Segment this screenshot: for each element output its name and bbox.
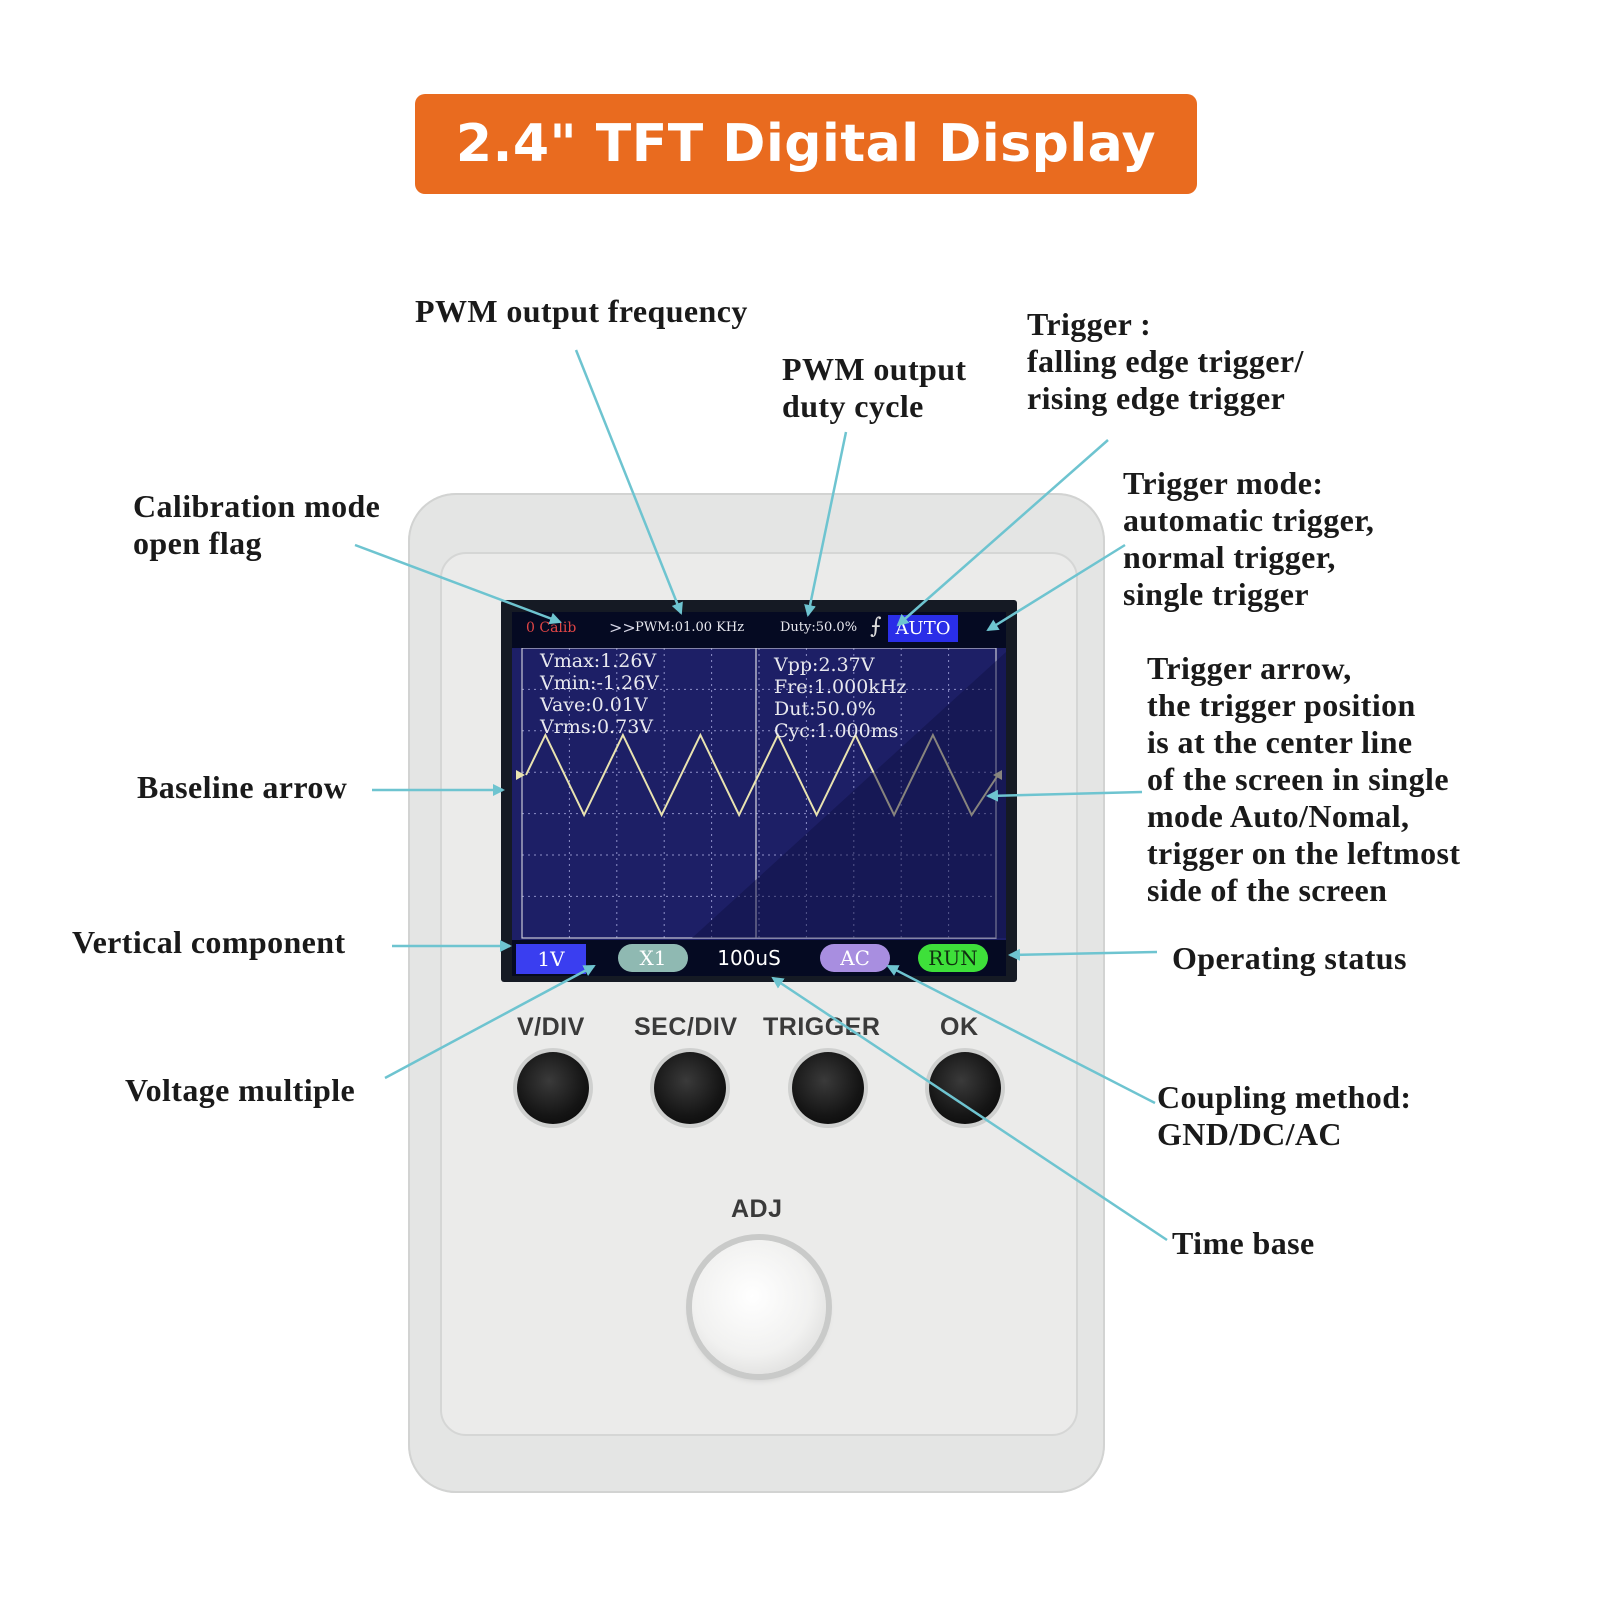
label-line: Vertical component: [72, 924, 346, 960]
label-line: open flag: [133, 525, 262, 561]
vdiv-badge: 1V: [516, 944, 586, 974]
trigger-button[interactable]: [792, 1052, 864, 1124]
vpp-readout: Vpp:2.37V: [774, 654, 875, 676]
label-line: PWM output frequency: [415, 293, 748, 329]
label-line: normal trigger,: [1123, 539, 1336, 575]
adj-knob-label: ADJ: [731, 1195, 783, 1223]
adj-knob[interactable]: [692, 1240, 826, 1374]
vmin-readout: Vmin:-1.26V: [540, 672, 659, 694]
trigger-mode-badge: AUTO: [888, 615, 958, 642]
label-coupling-method: Coupling method:GND/DC/AC: [1157, 1079, 1411, 1153]
tft-screen: 0 Calib >> PWM:01.00 KHz Duty:50.0% ⨍ AU…: [512, 612, 1006, 976]
vdiv-button[interactable]: [517, 1052, 589, 1124]
label-line: Trigger mode:: [1123, 465, 1324, 501]
falling-edge-trigger-icon: ⨍: [870, 614, 882, 639]
label-line: duty cycle: [782, 388, 924, 424]
label-line: single trigger: [1123, 576, 1309, 612]
label-trigger-mode: Trigger mode:automatic trigger,normal tr…: [1123, 465, 1374, 613]
screen-glare: [692, 652, 1006, 938]
title-banner: 2.4" TFT Digital Display: [415, 94, 1197, 194]
label-line: mode Auto/Nomal,: [1147, 798, 1410, 834]
banner-title: 2.4" TFT Digital Display: [455, 114, 1157, 174]
label-line: falling edge trigger/: [1027, 343, 1304, 379]
secdiv-button-label: SEC/DIV: [634, 1013, 738, 1041]
ok-button-label: OK: [940, 1013, 979, 1041]
coupling-badge: AC: [820, 944, 890, 972]
label-vertical-component: Vertical component: [72, 924, 346, 961]
trigger-arrow-icon: [993, 770, 1002, 780]
pwm-arrows: >>: [609, 618, 636, 637]
label-line: Time base: [1172, 1225, 1315, 1261]
label-trigger-edge: Trigger :falling edge trigger/rising edg…: [1027, 306, 1304, 417]
pwm-duty: Duty:50.0%: [780, 620, 858, 635]
label-line: Trigger :: [1027, 306, 1152, 342]
label-baseline-arrow: Baseline arrow: [137, 769, 347, 806]
voltage-multiple-badge: X1: [618, 944, 688, 972]
calib-flag: 0 Calib: [526, 620, 577, 636]
waveform-trace: [525, 732, 999, 818]
cycle-readout: Cyc:1.000ms: [774, 720, 899, 742]
ok-button[interactable]: [929, 1052, 1001, 1124]
duty-readout: Dut:50.0%: [774, 698, 876, 720]
label-line: Baseline arrow: [137, 769, 348, 805]
run-status-badge: RUN: [918, 944, 988, 972]
pwm-frequency: PWM:01.00 KHz: [635, 620, 745, 635]
frequency-readout: Fre:1.000kHz: [774, 676, 907, 698]
label-line: rising edge trigger: [1027, 380, 1286, 416]
label-line: of the screen in single: [1147, 761, 1449, 797]
label-line: Operating status: [1172, 940, 1407, 976]
vave-readout: Vave:0.01V: [540, 694, 648, 716]
label-line: GND/DC/AC: [1157, 1116, 1342, 1152]
label-voltage-multiple: Voltage multiple: [125, 1072, 355, 1109]
vdiv-button-label: V/DIV: [517, 1013, 585, 1041]
label-operating-status: Operating status: [1172, 940, 1407, 977]
vrms-readout: Vrms:0.73V: [540, 716, 653, 738]
time-base-readout: 100uS: [717, 946, 781, 970]
label-line: the trigger position: [1147, 687, 1416, 723]
label-line: Calibration mode: [133, 488, 381, 524]
label-line: side of the screen: [1147, 872, 1388, 908]
label-time-base: Time base: [1172, 1225, 1315, 1262]
vmax-readout: Vmax:1.26V: [540, 650, 657, 672]
label-pwm-frequency: PWM output frequency: [415, 293, 748, 330]
label-line: trigger on the leftmost: [1147, 835, 1461, 871]
label-line: is at the center line: [1147, 724, 1413, 760]
label-line: PWM output: [782, 351, 967, 387]
label-line: Voltage multiple: [125, 1072, 356, 1108]
label-line: Coupling method:: [1157, 1079, 1412, 1115]
label-line: automatic trigger,: [1123, 502, 1375, 538]
screen-grid: [516, 647, 1006, 939]
baseline-arrow-icon: [516, 770, 525, 780]
label-line: Trigger arrow,: [1147, 650, 1352, 686]
secdiv-button[interactable]: [654, 1052, 726, 1124]
trigger-button-label: TRIGGER: [763, 1013, 881, 1041]
